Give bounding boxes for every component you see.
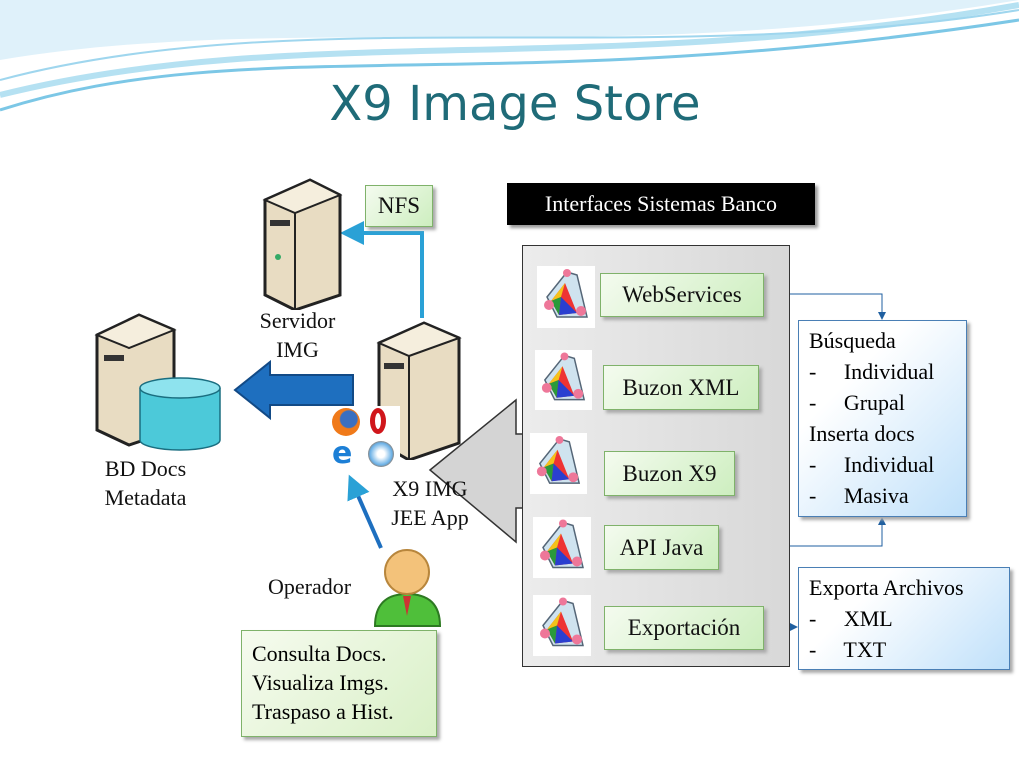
search-insert-box: Búsqueda - Individual - Grupal Inserta d…: [798, 320, 967, 517]
box-line: - Grupal: [809, 390, 905, 415]
top-wave-decoration: [0, 0, 1019, 112]
interface-api-java: API Java: [604, 525, 719, 570]
image-server-icon: [262, 178, 343, 310]
browser-icons: e: [330, 406, 400, 470]
operator-icon: [373, 549, 442, 627]
export-files-box: Exporta Archivos - XML - TXT: [798, 567, 1010, 670]
box-line: Inserta docs: [809, 421, 915, 446]
nfs-label: NFS: [365, 185, 433, 227]
interface-exportacion: Exportación: [604, 606, 764, 650]
ie-icon: e: [332, 436, 353, 471]
webservices-to-search: [762, 293, 886, 320]
action-item: Traspaso a Hist.: [252, 699, 394, 724]
operator-actions-box: Consulta Docs. Visualiza Imgs. Traspaso …: [241, 630, 437, 737]
interface-icon: [533, 595, 591, 656]
box-line: Búsqueda: [809, 328, 896, 353]
operator-label: Operador: [268, 574, 352, 599]
nfs-arrow: [340, 221, 424, 318]
interface-icon: [535, 350, 592, 410]
safari-icon: [368, 441, 394, 467]
interface-icon: [537, 266, 595, 328]
interface-icon: [533, 517, 591, 578]
box-line: - Masiva: [809, 483, 909, 508]
interface-webservices: WebServices: [600, 273, 764, 317]
page-title: X9 Image Store: [329, 76, 701, 132]
box-line: - XML: [809, 606, 893, 631]
operator-arrow: [347, 474, 383, 549]
firefox-icon: [332, 408, 360, 436]
interface-buzon-x9: Buzon X9: [604, 451, 735, 496]
action-item: Consulta Docs.: [252, 641, 387, 666]
box-line: - Individual: [809, 359, 935, 384]
interface-buzon-xml: Buzon XML: [603, 365, 759, 410]
box-line: Exporta Archivos: [809, 575, 964, 600]
box-line: - TXT: [809, 637, 887, 662]
db-server-icon: [94, 313, 221, 451]
action-item: Visualiza Imgs.: [252, 670, 389, 695]
interface-icon: [530, 433, 587, 494]
db-write-arrow: [233, 359, 354, 421]
box-line: - Individual: [809, 452, 935, 477]
interfaces-header: Interfaces Sistemas Banco: [507, 183, 815, 225]
opera-icon: [370, 408, 386, 434]
